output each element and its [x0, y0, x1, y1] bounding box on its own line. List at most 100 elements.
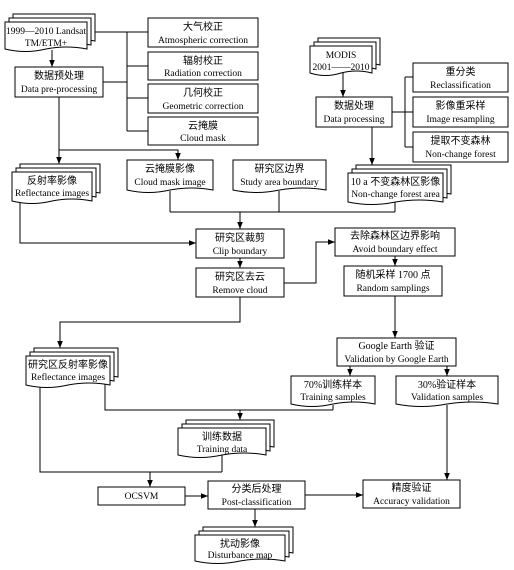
clip-rect: [195, 228, 285, 259]
clip-en: Clip boundary: [213, 247, 268, 257]
reclassification-box: 重分类 Reclassification: [412, 62, 509, 93]
line-study-reflectance-to-ocsvm: [39, 386, 222, 473]
resampling-en: Image resampling: [426, 115, 495, 125]
radiation-en: Radiation correction: [164, 69, 242, 79]
accuracy-zh: 精度验证: [392, 481, 432, 494]
radiation-zh: 辐射校正: [183, 54, 223, 67]
training-data-zh: 训练数据: [202, 430, 242, 443]
post-classification-box: 分类后处理 Post-classification: [207, 480, 306, 510]
atmospheric-rect: [147, 17, 259, 48]
remove-cloud-en: Remove cloud: [212, 286, 267, 296]
radiation-rect: [147, 51, 259, 81]
disturbance-document: 扰动影像 Disturbance map: [194, 526, 294, 564]
avoid-boundary-en: Avoid boundary effect: [352, 244, 437, 255]
google-earth-en: Validation by Google Earth: [344, 355, 448, 365]
cloudmask-rect: [147, 116, 259, 146]
nonchange-extract-en: Non-change forest: [425, 149, 496, 160]
random-sampling-rect: [343, 265, 443, 297]
nonchange-extract-zh: 提取不变森林: [431, 134, 491, 147]
reflectance-layer-front: [11, 171, 93, 204]
nonchange-area-en: Non-change forest area: [351, 189, 440, 200]
modis-layer-front: [309, 45, 373, 76]
atmospheric-box: 大气校正 Atmospheric correction: [147, 17, 259, 48]
radiation-box: 辐射校正 Radiation correction: [147, 51, 259, 81]
disturbance-zh: 扰动影像: [220, 537, 260, 550]
training-data-document: 训练数据 Training data: [177, 419, 275, 458]
landsat-line2: TM/ETM+: [25, 39, 67, 49]
google-earth-rect: [336, 337, 457, 367]
training-samples-en: Training samples: [300, 393, 366, 403]
arrow-reflectance-to-clip: [19, 201, 196, 246]
nonchange-area-layer-front: [347, 172, 444, 205]
modis-line2: 2001——2010: [313, 63, 370, 73]
training-samples-document: 70%训练样本 Training samples: [290, 375, 376, 407]
cloudmask-zh: 云掩膜: [188, 119, 218, 132]
validation-samples-document: 30%验证样本 Validation samples: [395, 375, 499, 407]
study-area-zh: 研究区边界: [255, 162, 305, 175]
reclassification-zh: 重分类: [446, 65, 476, 78]
remove-cloud-box: 研究区去云 Remove cloud: [195, 267, 285, 298]
ocsvm-label: OCSVM: [125, 492, 159, 502]
landsat-line1: 1999—2010 Landsat: [6, 27, 86, 37]
geometric-en: Geometric correction: [163, 102, 244, 112]
training-data-layer-front: [177, 427, 267, 458]
atmospheric-en: Atmospheric correction: [158, 36, 248, 46]
modis-document: MODIS 2001——2010: [309, 37, 381, 76]
random-sampling-box: 随机采样 1700 点 Random samplings: [343, 265, 443, 297]
google-earth-box: Google Earth 验证 Validation by Google Ear…: [336, 337, 457, 367]
study-reflectance-en: Reflectance images: [31, 372, 105, 383]
training-samples-zh: 70%训练样本: [304, 378, 362, 391]
line-study-reflectance-to-training: [104, 384, 333, 411]
validation-samples-en: Validation samples: [411, 393, 483, 403]
atmospheric-zh: 大气校正: [183, 20, 223, 33]
ocsvm-box: OCSVM: [97, 486, 186, 506]
resampling-rect: [412, 96, 509, 128]
post-classification-rect: [207, 480, 306, 510]
study-reflectance-document: 研究区反射率影像 Reflectance images: [25, 347, 119, 388]
nonchange-extract-rect: [412, 131, 509, 163]
landsat-document: 1999—2010 Landsat TM/ETM+: [4, 13, 96, 52]
preprocess-box: 数据预处理 Data pre-processing: [14, 66, 104, 98]
geometric-zh: 几何校正: [183, 86, 223, 99]
google-earth-zh: Google Earth 验证: [358, 339, 434, 352]
validation-samples-shape: [395, 375, 499, 407]
nonchange-area-zh: 10 a 不变森林区影像: [351, 175, 440, 188]
cloudmask-image-shape: [126, 159, 214, 193]
modis-line1: MODIS: [326, 51, 357, 61]
preprocess-zh: 数据预处理: [34, 69, 84, 82]
data-processing-rect: [315, 96, 393, 128]
accuracy-rect: [362, 479, 461, 509]
training-data-en: Training data: [197, 445, 248, 455]
study-reflectance-layer-front: [25, 355, 111, 388]
clip-box: 研究区裁剪 Clip boundary: [195, 228, 285, 259]
clip-zh: 研究区裁剪: [215, 231, 265, 244]
reflectance-zh: 反射率影像: [27, 174, 77, 187]
preprocess-en: Data pre-processing: [21, 85, 97, 95]
study-area-en: Study area boundary: [240, 178, 319, 188]
training-samples-shape: [290, 375, 376, 407]
avoid-boundary-box: 去除森林区边界影响 Avoid boundary effect: [334, 227, 456, 257]
reclassification-rect: [412, 62, 509, 93]
reflectance-en: Reflectance images: [15, 188, 89, 199]
nonchange-extract-box: 提取不变森林 Non-change forest: [412, 131, 509, 163]
disturbance-layer-front: [194, 534, 286, 564]
ocsvm-rect: [97, 486, 186, 506]
geometric-box: 几何校正 Geometric correction: [147, 83, 259, 114]
validation-samples-zh: 30%验证样本: [418, 378, 476, 391]
post-classification-en: Post-classification: [222, 497, 292, 508]
reclassification-en: Reclassification: [430, 80, 491, 91]
random-sampling-zh: 随机采样 1700 点: [356, 268, 431, 281]
data-processing-box: 数据处理 Data processing: [315, 96, 393, 128]
data-processing-zh: 数据处理: [334, 99, 374, 112]
connectors: [19, 31, 450, 527]
arrow-remove-cloud-to-avoid-boundary: [284, 239, 335, 284]
resampling-box: 影像重采样 Image resampling: [412, 96, 509, 128]
cloudmask-image-zh: 云掩膜影像: [145, 162, 195, 175]
cloudmask-image-en: Cloud mask image: [134, 178, 205, 188]
post-classification-zh: 分类后处理: [232, 482, 282, 495]
resampling-zh: 影像重采样: [436, 99, 486, 112]
cloudmask-box: 云掩膜 Cloud mask: [147, 116, 259, 146]
preprocess-rect: [14, 66, 104, 98]
reflectance-document: 反射率影像 Reflectance images: [11, 163, 101, 204]
nonchange-area-document: 10 a 不变森林区影像 Non-change forest area: [347, 164, 452, 205]
